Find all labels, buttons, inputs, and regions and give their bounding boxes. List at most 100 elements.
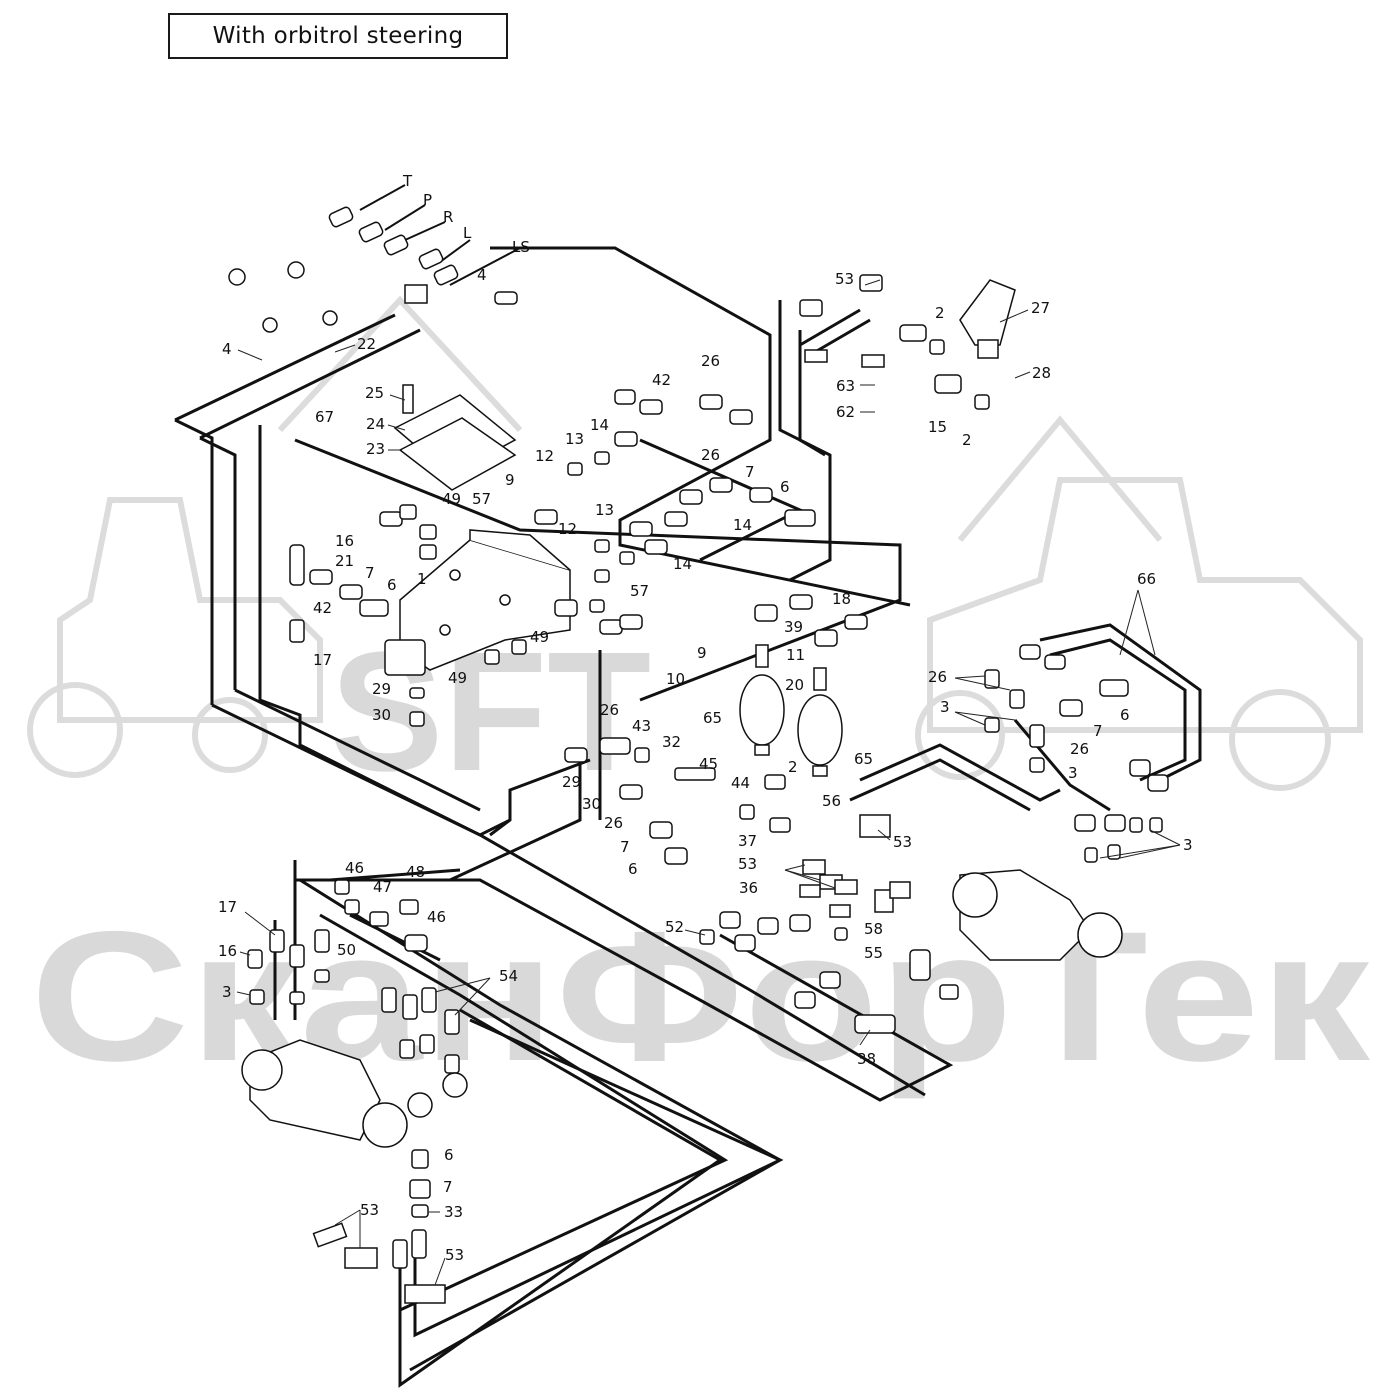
callout-3: 3 bbox=[1068, 764, 1078, 782]
callout-63: 63 bbox=[836, 377, 855, 395]
callout-2: 2 bbox=[935, 304, 945, 322]
callout-48: 48 bbox=[406, 863, 425, 881]
callout-3: 3 bbox=[1183, 836, 1193, 854]
callout-26: 26 bbox=[604, 814, 623, 832]
callout-30: 30 bbox=[582, 795, 601, 813]
callout-7: 7 bbox=[365, 564, 375, 582]
callout-labels: 1 2 2 2 3 3 3 3 4 4 6 6 6 6 6 7 7 7 7 7 … bbox=[218, 266, 1193, 1264]
callout-49: 49 bbox=[448, 669, 467, 687]
callout-17: 17 bbox=[218, 898, 237, 916]
callout-57: 57 bbox=[630, 582, 649, 600]
callout-2: 2 bbox=[962, 431, 972, 449]
callout-66: 66 bbox=[1137, 570, 1156, 588]
callout-52: 52 bbox=[665, 918, 684, 936]
callout-23: 23 bbox=[366, 440, 385, 458]
callout-33: 33 bbox=[444, 1203, 463, 1221]
callout-62: 62 bbox=[836, 403, 855, 421]
callout-36: 36 bbox=[739, 879, 758, 897]
callout-26: 26 bbox=[701, 446, 720, 464]
port-hoses bbox=[359, 184, 521, 286]
callout-26: 26 bbox=[928, 668, 947, 686]
callout-43: 43 bbox=[632, 717, 651, 735]
callout-4: 4 bbox=[222, 340, 232, 358]
callout-54: 54 bbox=[499, 967, 518, 985]
callout-50: 50 bbox=[337, 941, 356, 959]
callout-46: 46 bbox=[345, 859, 364, 877]
callout-14: 14 bbox=[590, 416, 609, 434]
port-label-r: R bbox=[443, 208, 453, 226]
callout-42: 42 bbox=[313, 599, 332, 617]
callout-47: 47 bbox=[373, 878, 392, 896]
callout-44: 44 bbox=[731, 774, 750, 792]
port-label-p: P bbox=[423, 191, 432, 209]
callout-24: 24 bbox=[366, 415, 385, 433]
callout-7: 7 bbox=[1093, 722, 1103, 740]
callout-46: 46 bbox=[427, 908, 446, 926]
callout-25: 25 bbox=[365, 384, 384, 402]
callout-17: 17 bbox=[313, 651, 332, 669]
port-label-t: T bbox=[402, 172, 413, 190]
accumulators bbox=[739, 644, 843, 777]
watermark-tractor-left bbox=[27, 295, 523, 778]
callout-55: 55 bbox=[864, 944, 883, 962]
diagram-title: With orbitrol steering bbox=[168, 13, 508, 59]
callout-11: 11 bbox=[786, 646, 805, 664]
pipe-routes bbox=[174, 246, 1202, 1388]
callout-10: 10 bbox=[666, 670, 685, 688]
callout-13: 13 bbox=[595, 501, 614, 519]
callout-30: 30 bbox=[372, 706, 391, 724]
callout-29: 29 bbox=[562, 773, 581, 791]
leader-lines bbox=[236, 279, 1181, 1286]
callout-13: 13 bbox=[565, 430, 584, 448]
callout-2: 2 bbox=[788, 758, 798, 776]
callout-4: 4 bbox=[477, 266, 487, 284]
callout-12: 12 bbox=[535, 447, 554, 465]
callout-53: 53 bbox=[445, 1246, 464, 1264]
callout-58: 58 bbox=[864, 920, 883, 938]
callout-16: 16 bbox=[335, 532, 354, 550]
callout-26: 26 bbox=[600, 701, 619, 719]
callout-21: 21 bbox=[335, 552, 354, 570]
callout-38: 38 bbox=[857, 1050, 876, 1068]
callout-7: 7 bbox=[745, 463, 755, 481]
callout-1: 1 bbox=[417, 570, 427, 588]
callout-39: 39 bbox=[784, 618, 803, 636]
fittings bbox=[228, 206, 1169, 1304]
callout-49: 49 bbox=[530, 628, 549, 646]
callout-14: 14 bbox=[673, 555, 692, 573]
callout-3: 3 bbox=[222, 983, 232, 1001]
callout-42: 42 bbox=[652, 371, 671, 389]
callout-12: 12 bbox=[558, 520, 577, 538]
callout-65: 65 bbox=[854, 750, 873, 768]
callout-45: 45 bbox=[699, 755, 718, 773]
callout-26: 26 bbox=[701, 352, 720, 370]
callout-27: 27 bbox=[1031, 299, 1050, 317]
callout-16: 16 bbox=[218, 942, 237, 960]
callout-6: 6 bbox=[387, 576, 397, 594]
callout-26: 26 bbox=[1070, 740, 1089, 758]
callout-20: 20 bbox=[785, 676, 804, 694]
callout-49: 49 bbox=[442, 490, 461, 508]
callout-65: 65 bbox=[703, 709, 722, 727]
callout-67: 67 bbox=[315, 408, 334, 426]
watermark-tractor-right bbox=[915, 415, 1363, 791]
callout-29: 29 bbox=[372, 680, 391, 698]
callout-9: 9 bbox=[697, 644, 707, 662]
callout-3: 3 bbox=[940, 698, 950, 716]
steering-unit bbox=[959, 279, 1016, 359]
callout-22: 22 bbox=[357, 335, 376, 353]
callout-28: 28 bbox=[1032, 364, 1051, 382]
callout-53: 53 bbox=[360, 1201, 379, 1219]
valve-block bbox=[384, 529, 571, 676]
callout-53: 53 bbox=[738, 855, 757, 873]
cover-plate bbox=[393, 384, 517, 491]
port-label-l: L bbox=[463, 224, 472, 242]
watermark-logo: SFT bbox=[330, 617, 651, 807]
callout-6: 6 bbox=[780, 478, 790, 496]
callout-9: 9 bbox=[505, 471, 515, 489]
callout-15: 15 bbox=[928, 418, 947, 436]
callout-57: 57 bbox=[472, 490, 491, 508]
callout-37: 37 bbox=[738, 832, 757, 850]
callout-7: 7 bbox=[620, 838, 630, 856]
